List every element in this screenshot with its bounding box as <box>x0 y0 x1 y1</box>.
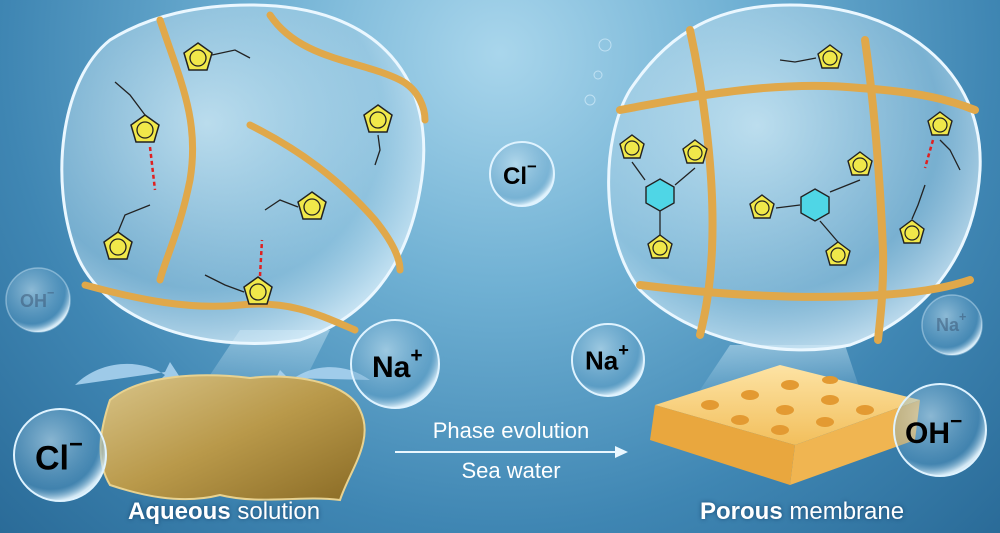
left-magnified-bubble <box>60 3 426 345</box>
left-imidazolium-rings <box>103 42 393 305</box>
na-sphere-right <box>921 294 983 356</box>
ion-oh-right: OH− <box>905 409 963 450</box>
small-bubbles <box>584 38 612 106</box>
right-imidazolium-rings <box>619 44 953 266</box>
hydrogen-bonds-left <box>148 146 264 277</box>
cl-sphere-left <box>13 408 107 502</box>
na-sphere-left <box>350 319 440 409</box>
na-sphere-mid <box>571 323 645 397</box>
right-bonds <box>631 57 961 243</box>
right-curved-arrow <box>268 367 370 395</box>
oh-sphere-right <box>893 383 987 477</box>
arrow-label-bottom: Sea water <box>461 458 561 483</box>
arrow-head <box>615 446 628 458</box>
right-polymer-network <box>616 26 979 344</box>
ion-cl-center: Cl− <box>503 156 537 190</box>
left-curved-arrow <box>75 362 185 385</box>
right-caption: Porous membrane <box>700 498 905 525</box>
ion-na-mid: Na+ <box>585 340 629 376</box>
left-caption: Aqueous solution <box>128 498 321 525</box>
ion-na-right: Na+ <box>936 310 967 335</box>
aqueous-gel <box>99 374 366 502</box>
left-polymer-fibers <box>81 11 429 334</box>
triazine-rings <box>645 178 830 222</box>
cl-sphere-center <box>489 141 555 207</box>
porous-membrane <box>650 365 920 485</box>
arrow-label-top: Phase evolution <box>432 418 590 443</box>
ion-cl-left: Cl− <box>35 431 83 478</box>
ion-oh-left: OH− <box>20 286 55 311</box>
left-bonds <box>114 49 381 293</box>
hydrogen-bond-right <box>923 139 935 169</box>
left-zoom-cone <box>200 330 330 390</box>
oh-sphere-left <box>5 267 71 333</box>
ion-na-left: Na+ <box>372 343 423 384</box>
